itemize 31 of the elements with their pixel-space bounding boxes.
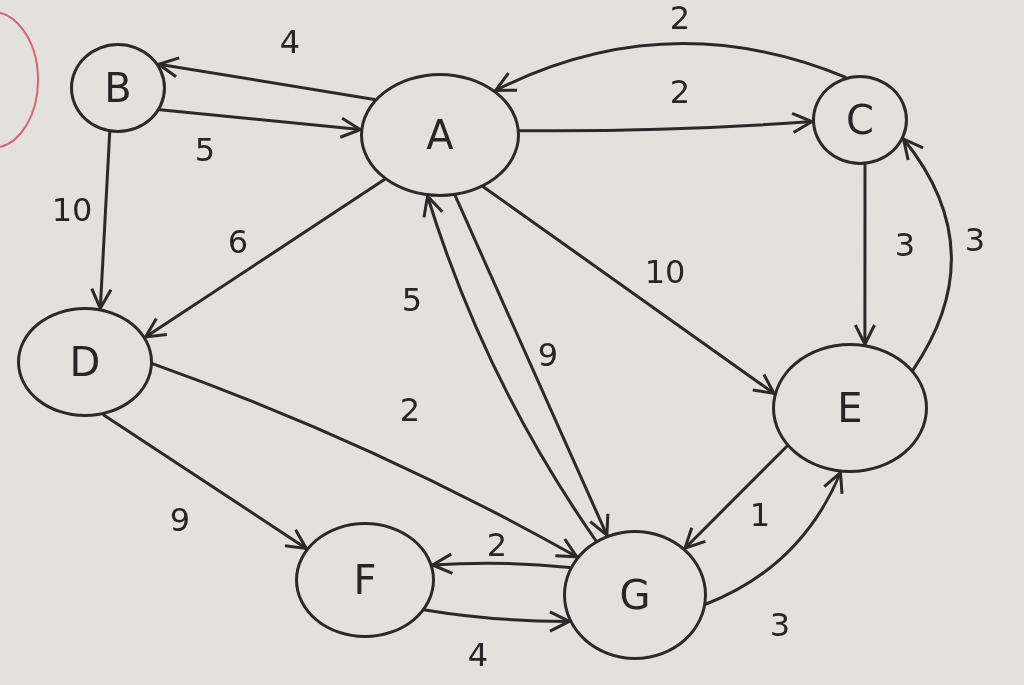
node-circle [812, 75, 908, 165]
node-circle [563, 530, 707, 660]
arrow [431, 552, 572, 575]
arrow [158, 108, 362, 139]
arrow [518, 111, 814, 134]
arrow [482, 185, 776, 395]
arrow [683, 444, 789, 550]
node-circle [772, 343, 928, 473]
arrow [422, 194, 598, 542]
node-circle [295, 522, 435, 638]
arrow [453, 194, 610, 537]
arrow [853, 163, 876, 346]
node-label: B [104, 68, 132, 108]
arrow [90, 130, 113, 310]
node-circle [360, 73, 520, 197]
arrow [102, 413, 308, 550]
arrow [704, 471, 843, 606]
node-label: A [426, 115, 454, 155]
arrow [144, 178, 386, 339]
arrow [423, 608, 571, 633]
node-circle [17, 307, 153, 417]
node-label: G [619, 575, 651, 615]
arrow [157, 56, 376, 101]
node-label: F [353, 560, 377, 600]
node-label: D [69, 342, 101, 382]
node-label: C [846, 100, 874, 140]
arrow [151, 362, 579, 559]
arrow [494, 42, 847, 93]
node-circle [70, 43, 166, 133]
node-label: E [837, 388, 863, 428]
arrow [902, 137, 953, 372]
